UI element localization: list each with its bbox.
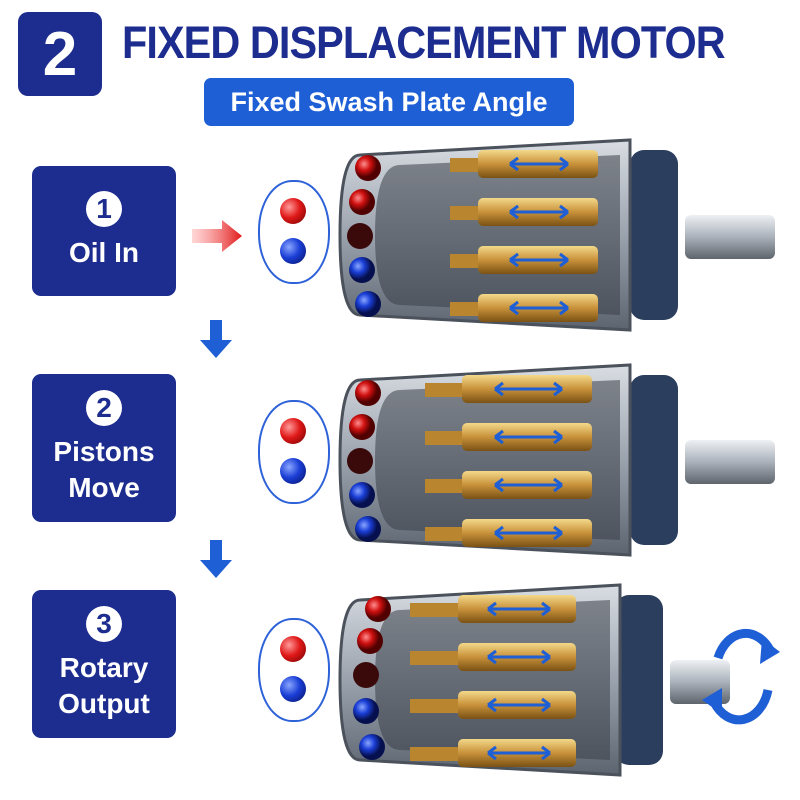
oil-port-red (349, 189, 375, 215)
high-pressure-oil-icon (280, 636, 306, 662)
high-pressure-oil-icon (280, 198, 306, 224)
step-number-3: 3 (86, 606, 122, 642)
piston (410, 595, 576, 623)
piston (425, 519, 592, 547)
end-flange (615, 595, 663, 765)
oil-in-arrow-icon (192, 220, 242, 252)
step-card-oil-in: 1 Oil In (32, 166, 176, 296)
motor-illustration-pistons-move (338, 363, 775, 557)
subtitle-banner: Fixed Swash Plate Angle (204, 78, 574, 126)
step-card-rotary-output: 3 Rotary Output (32, 590, 176, 738)
piston (450, 294, 598, 322)
low-pressure-oil-icon (280, 676, 306, 702)
oil-port-blue (349, 482, 375, 508)
output-shaft (685, 440, 775, 484)
fluid-legend (258, 618, 330, 722)
piston (410, 691, 576, 719)
oil-port-blue (355, 291, 381, 317)
oil-port-blue (349, 257, 375, 283)
piston (410, 739, 576, 767)
fluid-legend (258, 400, 330, 504)
low-pressure-oil-icon (280, 458, 306, 484)
section-number-badge: 2 (18, 12, 102, 96)
oil-port-blue (353, 698, 379, 724)
piston (450, 150, 598, 178)
rotation-arrow-icon (702, 628, 780, 725)
down-arrow-icon (200, 540, 232, 578)
piston (410, 643, 576, 671)
step-number-2: 2 (86, 390, 122, 426)
low-pressure-oil-icon (280, 238, 306, 264)
step-label-rotary-output: Rotary Output (58, 652, 150, 719)
piston (450, 198, 598, 226)
step-label-pistons-move: Pistons Move (53, 436, 155, 503)
page-title: FIXED DISPLACEMENT MOTOR (122, 17, 726, 68)
oil-port-blue (355, 516, 381, 542)
piston (450, 246, 598, 274)
down-arrow-icon (200, 320, 232, 358)
piston (425, 471, 592, 499)
fluid-legend (258, 180, 330, 284)
oil-port-red (365, 596, 391, 622)
step-label-oil-in: Oil In (69, 237, 139, 268)
oil-port-red (349, 414, 375, 440)
piston (425, 423, 592, 451)
end-flange (630, 150, 678, 320)
oil-port-red (355, 155, 381, 181)
oil-port-dark (347, 223, 373, 249)
oil-port-dark (347, 448, 373, 474)
step-card-pistons-move: 2 Pistons Move (32, 374, 176, 522)
high-pressure-oil-icon (280, 418, 306, 444)
oil-port-red (357, 628, 383, 654)
step-number-1: 1 (86, 191, 122, 227)
output-shaft (685, 215, 775, 259)
motor-illustration-oil-in (338, 138, 775, 332)
oil-port-blue (359, 734, 385, 760)
end-flange (630, 375, 678, 545)
oil-port-red (355, 380, 381, 406)
piston (425, 375, 592, 403)
oil-port-dark (353, 662, 379, 688)
